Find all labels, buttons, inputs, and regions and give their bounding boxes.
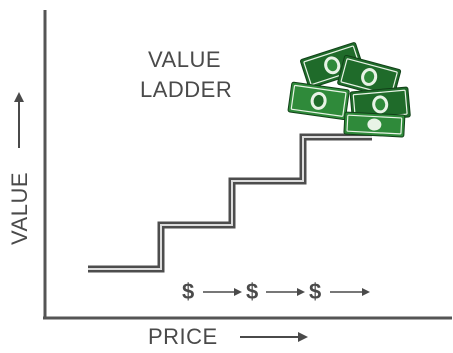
ladder-steps-inner	[88, 136, 372, 270]
price-step-arrow-2	[266, 288, 305, 296]
diagram-title-line-1: VALUE	[148, 47, 222, 72]
ladder-steps	[88, 133, 372, 273]
diagram-title-line-2: LADDER	[140, 77, 233, 102]
money-stack-icon	[287, 42, 411, 138]
price-step-1: $	[182, 279, 195, 304]
arrow-right-icon	[240, 332, 308, 342]
price-step-3: $	[309, 279, 322, 304]
price-step-arrow-1	[203, 288, 242, 296]
x-axis-label: PRICE	[148, 324, 218, 349]
y-axis-label: VALUE	[7, 171, 32, 245]
arrow-up-icon	[14, 92, 24, 148]
price-step-2: $	[246, 279, 259, 304]
price-step-arrow-3	[330, 288, 370, 296]
